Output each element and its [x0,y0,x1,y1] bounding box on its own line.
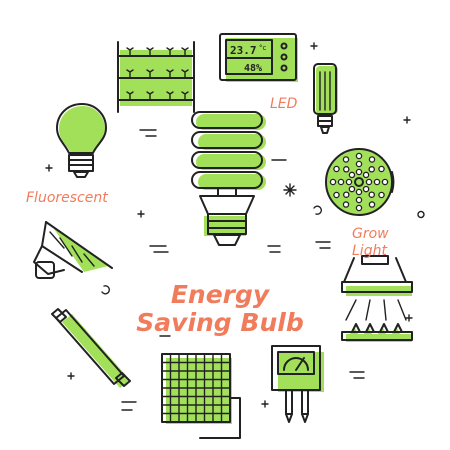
grow-led-dot [368,191,375,198]
grow-led-dot [355,168,363,176]
thermostat-icon: 23.7 °c 48% [219,33,298,82]
grow-led-dot [345,178,353,186]
fluorescent-tube-icon [51,308,131,388]
incandescent-bulb-icon [56,103,107,178]
grow-led-dot [355,188,363,196]
decorative-sparkles [45,42,425,411]
humidity-readout: 48% [244,63,262,74]
grow-led-dot [333,165,340,173]
spiral-bulb-icon [191,111,266,246]
grow-led-dot [355,152,363,160]
led-panel-icon [161,353,241,439]
hanging-grow-lamp-icon [341,255,413,342]
grow-label: Grow [352,226,389,242]
grow-led-dot [368,201,376,208]
led-bulb-icon [313,63,338,134]
grow-led-dot [333,191,340,199]
plant-shelf-icon [117,41,195,113]
grow-led-dot [355,196,363,204]
grow-led-dot [378,165,385,173]
grow-led-dot [355,204,363,212]
grow-led-dot [368,166,375,173]
grow-led-dot [348,185,356,193]
grow-led-dot [355,160,363,168]
fluorescent-label: Fluorescent [26,190,108,206]
grow-led-dot [365,178,373,186]
grow-led-dot [378,191,385,199]
temperature-readout: 23.7 [230,44,257,57]
meter-icon [271,345,324,423]
grow-led-dot [362,171,370,179]
grow-light-panel-icon [325,148,395,216]
page-title-line2: Saving Bulb [136,308,304,337]
spot-lamp-icon [33,221,113,279]
led-label: LED [270,96,298,112]
grow-led-dot [342,201,350,208]
grow-led-dot [329,178,337,186]
grow-led-dot [342,156,350,163]
page-title-line1: Energy [170,280,270,309]
grow-led-dot [362,185,370,193]
grow-led-dot [343,191,350,198]
grow-led-dot [337,178,345,186]
grow-led-dot [368,156,376,163]
grow-led-dot [343,166,350,173]
grow-led-dot [373,178,381,186]
grow-led-dot [348,171,356,179]
grow-led-dot [381,178,389,186]
light-label: Light [352,243,387,259]
temperature-unit: °c [259,44,267,52]
